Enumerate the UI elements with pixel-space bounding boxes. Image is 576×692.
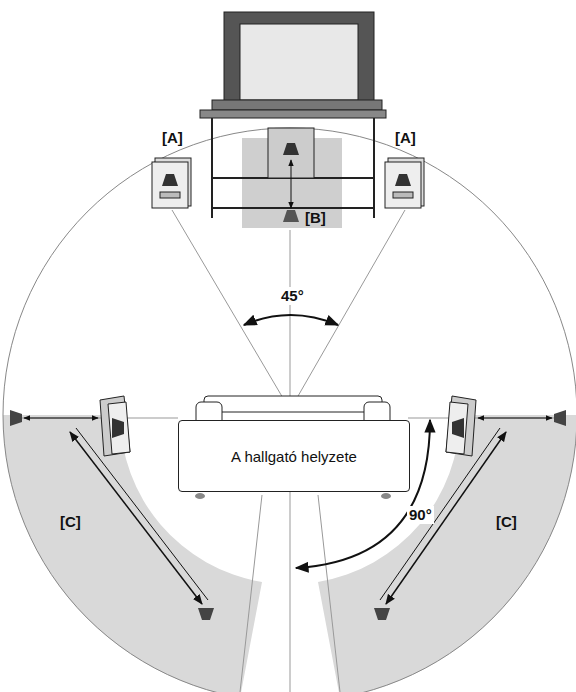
tv-base [212, 100, 382, 110]
alt-surround-speaker [554, 410, 566, 426]
direction-line [290, 490, 291, 692]
right-surround-speaker [446, 396, 476, 456]
front-left-speaker [152, 158, 191, 208]
stand-leg [373, 118, 375, 218]
tv-stand-top [200, 110, 386, 118]
alt-surround-speaker [10, 410, 22, 426]
direction-line [290, 210, 405, 410]
center-distance-arrow [291, 160, 292, 208]
direction-line [408, 418, 560, 419]
angle-label: 90° [407, 506, 434, 524]
node-text: A hallgató helyzete [231, 448, 357, 465]
left-surround-speaker [100, 396, 130, 456]
stand-leg [211, 118, 213, 218]
direction-line [20, 418, 178, 419]
direction-line [318, 495, 340, 692]
listening-circle [3, 128, 576, 692]
center-zone [242, 138, 342, 228]
surround-range-arrow [478, 418, 552, 419]
tv-body [224, 12, 374, 110]
sofa-foot [195, 493, 205, 499]
surround-range-arrow [24, 418, 98, 419]
callout-label: [A] [393, 129, 418, 147]
angle-label: 45° [279, 287, 306, 305]
tv-screen [240, 24, 358, 100]
center-speaker-cone [283, 143, 299, 155]
alt-surround-speaker [198, 608, 214, 620]
stand-shelf [212, 207, 374, 209]
sofa-box: A hallgató helyzete [178, 420, 410, 492]
alt-surround-speaker [374, 608, 390, 620]
center-alt-speaker [283, 210, 299, 222]
sofa-foot [381, 493, 391, 499]
callout-label: [B] [303, 209, 328, 227]
direction-line [172, 210, 290, 410]
callout-label: [C] [494, 513, 519, 531]
direction-line [290, 230, 291, 410]
callout-label: [C] [58, 513, 83, 531]
callout-label: [A] [160, 129, 185, 147]
angle-arc-45 [244, 315, 338, 325]
front-right-speaker [385, 158, 424, 208]
direction-line [240, 495, 262, 692]
sofa-back [204, 396, 382, 412]
